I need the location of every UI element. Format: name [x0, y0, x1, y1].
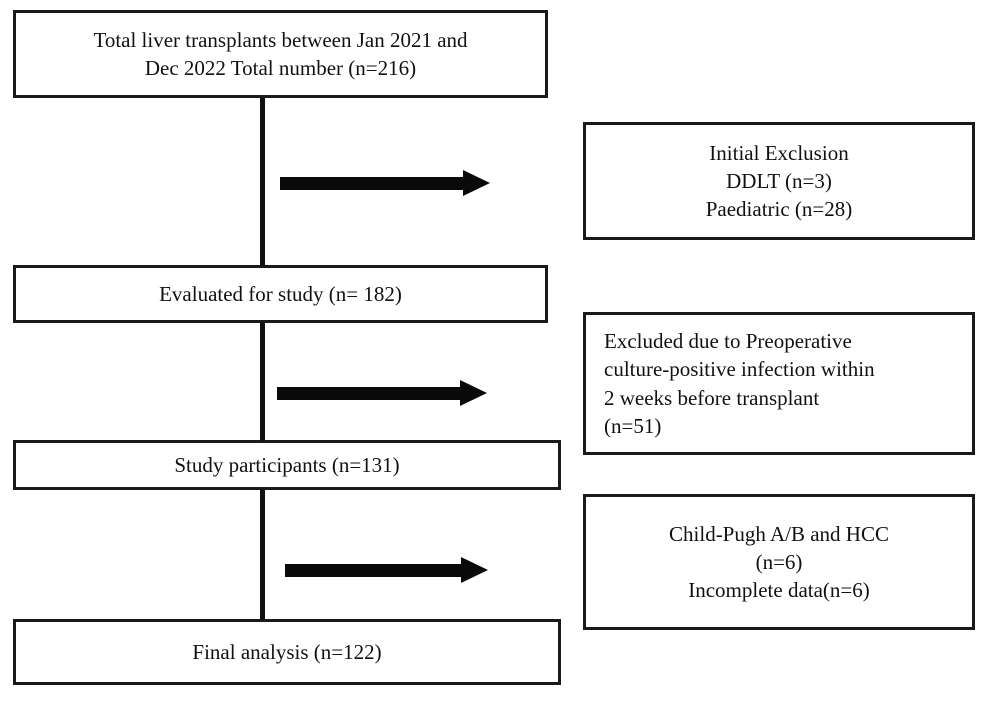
- node-preoperative-infection-exclusion: Excluded due to Preoperative culture-pos…: [583, 312, 975, 455]
- node-initial-exclusion-label: Initial Exclusion DDLT (n=3) Paediatric …: [705, 140, 853, 222]
- node-final-analysis-label: Final analysis (n=122): [192, 639, 382, 664]
- node-evaluated: Evaluated for study (n= 182): [13, 265, 548, 323]
- node-initial-exclusion: Initial Exclusion DDLT (n=3) Paediatric …: [583, 122, 975, 240]
- arrow-head: [463, 170, 490, 196]
- arrow-shaft: [277, 387, 463, 400]
- connector-evaluated-to-participants: [260, 322, 265, 441]
- connector-participants-to-final: [260, 489, 265, 620]
- exclusion-arrow-preoperative: [277, 380, 487, 406]
- exclusion-arrow-initial: [280, 170, 490, 196]
- node-total-transplants-label: Total liver transplants between Jan 2021…: [93, 27, 468, 80]
- node-child-pugh-exclusion-label: Child-Pugh A/B and HCC (n=6) Incomplete …: [669, 521, 889, 603]
- arrow-shaft: [285, 564, 464, 577]
- node-total-transplants: Total liver transplants between Jan 2021…: [13, 10, 548, 98]
- arrow-head: [461, 557, 488, 583]
- node-final-analysis: Final analysis (n=122): [13, 619, 561, 685]
- node-child-pugh-exclusion: Child-Pugh A/B and HCC (n=6) Incomplete …: [583, 494, 975, 630]
- arrow-head: [460, 380, 487, 406]
- connector-total-to-evaluated: [260, 98, 265, 266]
- exclusion-arrow-child-pugh: [285, 557, 488, 583]
- arrow-shaft: [280, 177, 466, 190]
- node-study-participants: Study participants (n=131): [13, 440, 561, 490]
- node-evaluated-label: Evaluated for study (n= 182): [159, 281, 402, 306]
- node-preoperative-infection-exclusion-label: Excluded due to Preoperative culture-pos…: [604, 329, 875, 438]
- node-study-participants-label: Study participants (n=131): [174, 452, 400, 477]
